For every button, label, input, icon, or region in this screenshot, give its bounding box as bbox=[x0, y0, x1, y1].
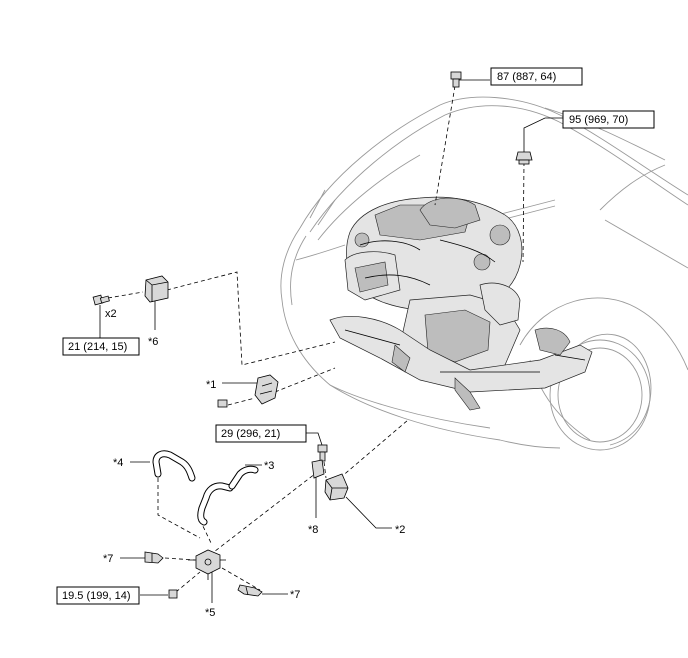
vehicle-body bbox=[280, 96, 688, 451]
callout-7-upper: *7 bbox=[103, 553, 113, 565]
torque-label-21: 21 (214, 15) bbox=[68, 341, 127, 353]
hose-3-icon bbox=[197, 465, 259, 526]
callout-4: *4 bbox=[113, 457, 123, 469]
bracket-icon bbox=[311, 459, 325, 479]
hose-end-lower-icon bbox=[237, 584, 263, 597]
bolt-87-icon bbox=[450, 71, 462, 88]
torque-label-195: 19.5 (199, 14) bbox=[62, 590, 131, 602]
callout-6: *6 bbox=[148, 336, 158, 348]
bolt-x2-icon bbox=[92, 294, 110, 306]
bolt-195-icon bbox=[168, 589, 178, 599]
relay-block-icon bbox=[144, 275, 169, 303]
callout-3: *3 bbox=[264, 460, 274, 472]
torque-box-95: 95 (969, 70) bbox=[562, 110, 655, 129]
torque-box-87: 87 (887, 64) bbox=[490, 67, 583, 86]
sensor-icon bbox=[217, 374, 279, 408]
callout-7-lower: *7 bbox=[290, 589, 300, 601]
torque-label-87: 87 (887, 64) bbox=[497, 71, 556, 83]
torque-label-95: 95 (969, 70) bbox=[569, 114, 628, 126]
module-icon bbox=[324, 473, 349, 501]
hose-end-upper-icon bbox=[144, 551, 164, 564]
engine-assembly bbox=[329, 196, 593, 411]
parts bbox=[92, 71, 533, 599]
leader-lines bbox=[99, 79, 563, 603]
quantity-x2: x2 bbox=[105, 308, 117, 320]
hose-4-icon bbox=[152, 450, 196, 482]
torque-box-21: 21 (214, 15) bbox=[62, 337, 140, 356]
callout-1: *1 bbox=[206, 379, 216, 391]
torque-box-29: 29 (296, 21) bbox=[215, 424, 307, 443]
nut-95-icon bbox=[515, 151, 533, 165]
torque-label-29: 29 (296, 21) bbox=[221, 428, 280, 440]
valve-icon bbox=[188, 549, 226, 580]
torque-box-195: 19.5 (199, 14) bbox=[56, 586, 140, 605]
callout-5: *5 bbox=[205, 607, 215, 619]
bolt-29-icon bbox=[317, 444, 328, 462]
callout-8: *8 bbox=[308, 524, 318, 536]
callout-2: *2 bbox=[395, 524, 405, 536]
